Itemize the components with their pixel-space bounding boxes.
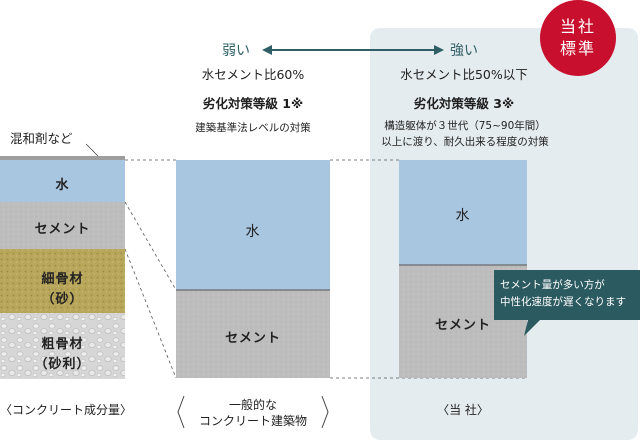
composition-fine-aggregate-layer xyxy=(0,249,125,313)
composition-coarse-label-1: 粗骨材 xyxy=(41,337,84,352)
strong-label: 強い xyxy=(450,43,478,59)
general-caption-line1: 一般的な xyxy=(228,398,277,412)
admixture-layer xyxy=(0,156,125,160)
admixture-label: 混和剤など xyxy=(10,131,73,146)
general-ratio: 水セメント比60% xyxy=(201,67,305,82)
general-caption-bracket-left xyxy=(177,395,185,429)
company-grade: 劣化対策等級 3※ xyxy=(413,96,515,111)
composition-caption: 〈コンクリート成分量〉 xyxy=(0,403,133,417)
composition-coarse-aggregate-layer xyxy=(0,313,125,379)
arrow-right-head xyxy=(434,45,444,55)
general-water-bar xyxy=(176,160,330,290)
composition-fine-label-1: 細骨材 xyxy=(41,272,84,287)
tooltip-pointer xyxy=(524,320,540,336)
tooltip-line2: 中性化速度が遅くなります xyxy=(500,296,626,308)
composition-water-layer xyxy=(0,160,125,202)
weak-label: 弱い xyxy=(222,43,250,59)
general-grade: 劣化対策等級 1※ xyxy=(202,96,304,111)
cement-tooltip: セメント量が多い方が 中性化速度が遅くなります xyxy=(494,270,640,320)
badge-line2: 標準 xyxy=(559,39,596,58)
tooltip-line1: セメント量が多い方が xyxy=(500,279,605,291)
company-water-bar xyxy=(399,160,527,265)
badge-line1: 当社 xyxy=(559,17,596,36)
composition-fine-label-2: （砂） xyxy=(41,292,84,307)
general-caption-line2: コンクリート建築物 xyxy=(198,414,307,428)
company-ratio: 水セメント比50%以下 xyxy=(400,67,528,82)
arrow-left-head xyxy=(262,45,272,55)
general-caption-bracket-right xyxy=(321,395,329,429)
general-cement-label: セメント xyxy=(225,331,281,346)
company-note-line2: 以上に渡り、耐久出来る程度の対策 xyxy=(381,136,549,148)
composition-coarse-label-2: （砂利） xyxy=(34,357,91,372)
company-standard-badge: 当社 標準 xyxy=(540,0,616,76)
general-cement-bar xyxy=(176,290,330,378)
composition-water-label: 水 xyxy=(55,178,70,193)
general-water-label: 水 xyxy=(245,224,261,240)
company-note-line1: 構造躯体が３世代（75~90年間） xyxy=(384,120,546,132)
composition-cement-layer xyxy=(0,202,125,249)
company-water-label: 水 xyxy=(455,208,471,224)
company-caption: 〈当 社〉 xyxy=(437,403,489,417)
composition-cement-label: セメント xyxy=(34,222,91,237)
general-note: 建築基準法レベルの対策 xyxy=(195,122,311,134)
company-cement-label: セメント xyxy=(435,318,491,333)
